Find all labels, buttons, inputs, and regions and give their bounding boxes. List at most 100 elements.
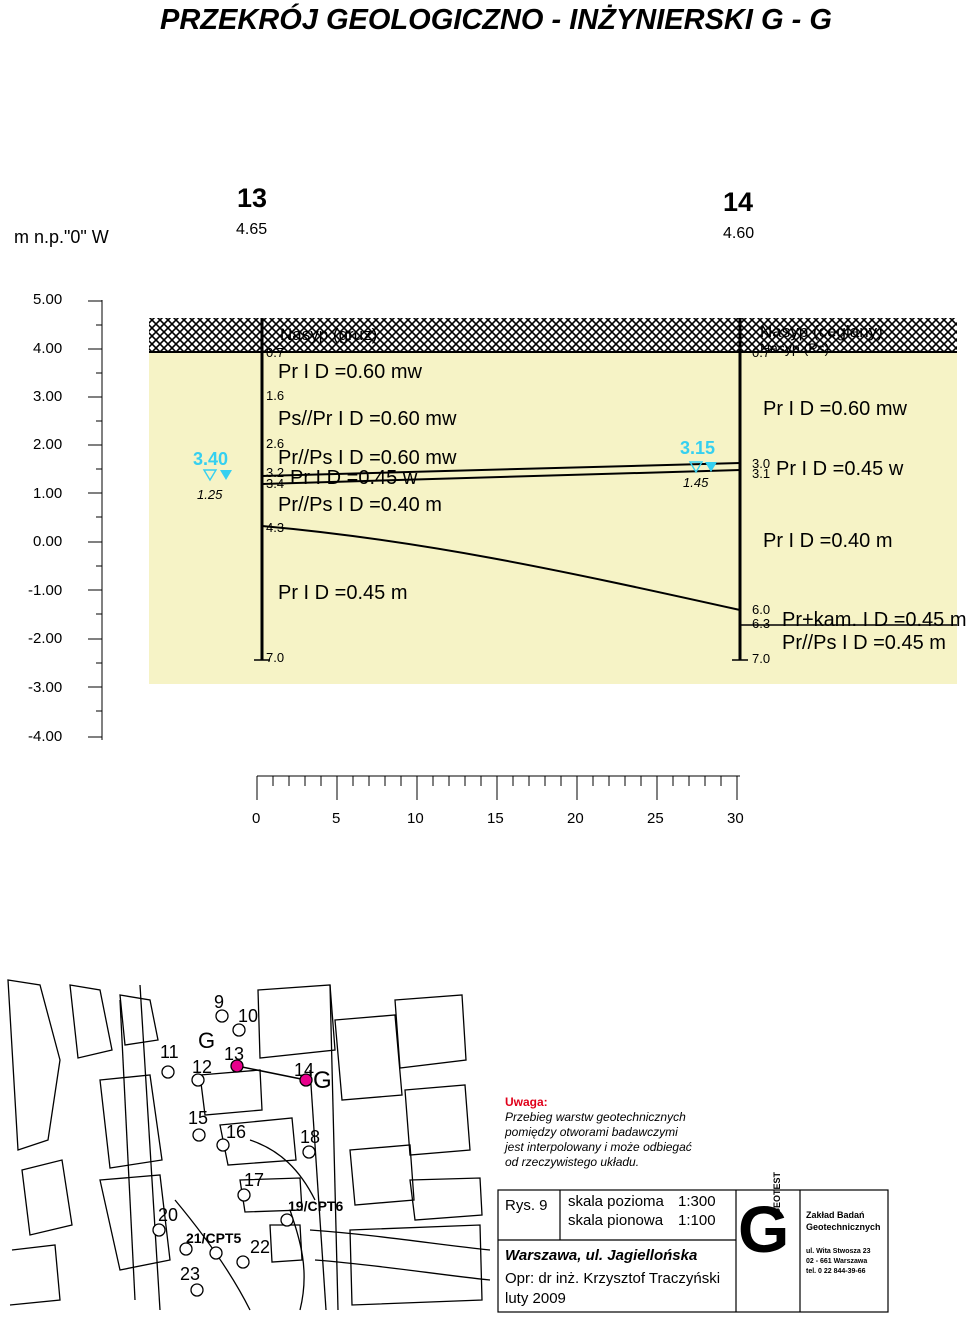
y-tick-3: 3.00: [33, 388, 63, 405]
map-point-18: 18: [300, 1127, 321, 1147]
section-label-g-right: G: [313, 1067, 332, 1094]
date: luty 2009: [505, 1290, 566, 1307]
bh14-depth-0: 0.7: [752, 345, 771, 360]
bh13-layer-1: Pr I D =0.60 mw: [278, 361, 422, 383]
borehole-14-elevation: 4.60: [723, 225, 755, 242]
x-tick-20: 20: [567, 810, 584, 827]
map-point-9: 9: [214, 992, 225, 1012]
note-line-3: jest interpolowany i może odbiegać: [505, 1140, 692, 1154]
bh14-layer-5: Pr//Ps I D =0.45 m: [782, 632, 946, 654]
y-tick-1: 1.00: [33, 485, 63, 502]
scale-vertical-label: skala pionowa: [568, 1212, 664, 1229]
company-name-1: Zakład Badań: [806, 1210, 865, 1220]
map-point-16: 16: [226, 1122, 247, 1142]
map-point-14: 14: [294, 1060, 315, 1080]
note-line-4: od rzeczywistego układu.: [505, 1155, 640, 1169]
figure-number: Rys. 9: [505, 1197, 548, 1214]
page-title: PRZEKRÓJ GEOLOGICZNO - INŻYNIERSKI G - G: [160, 4, 832, 36]
boundary-line-1: [261, 462, 741, 477]
elevation-label: m n.p."0" W: [14, 227, 109, 247]
y-tick-4: 4.00: [33, 340, 63, 357]
bh13-water-level: 3.40: [193, 449, 229, 469]
bh13-layer-4: Pr I D =0.45 w: [290, 467, 418, 489]
note-line-1: Przebieg warstw geotechnicznych: [505, 1110, 686, 1124]
bh13-depth-2: 2.6: [266, 436, 285, 451]
bh13-depth-3: 3.2: [266, 465, 285, 480]
bh14-layer-3: Pr I D =0.40 m: [763, 530, 893, 552]
company-logo-letter: G: [738, 1192, 790, 1266]
map-point-23: 23: [180, 1264, 201, 1284]
x-tick-25: 25: [647, 810, 664, 827]
bh13-layer-5: Pr//Ps I D =0.40 m: [278, 494, 442, 516]
map-point-20: 20: [158, 1205, 179, 1225]
bh13-depth-5: 4.3: [266, 520, 285, 535]
company-address-3: tel. 0 22 844-39-66: [806, 1268, 866, 1275]
section-line-gg: [236, 1065, 307, 1081]
company-name-2: Geotechnicznych: [806, 1222, 881, 1232]
boundary-line-2: [261, 469, 741, 485]
y-tick-m1: -1.00: [28, 582, 63, 599]
bh14-layer-4: Pr+kam. I D =0.45 m: [782, 609, 967, 631]
note-heading: Uwaga:: [505, 1095, 548, 1109]
map-point-22: 22: [250, 1237, 271, 1257]
x-tick-30: 30: [727, 810, 744, 827]
bh14-depth-3: 6.0: [752, 602, 771, 617]
bh13-depth-0: 0.7: [266, 345, 285, 360]
bh13-depth-6: 7.0: [266, 650, 285, 665]
map-point-13: 13: [224, 1044, 245, 1064]
bh13-depth-1: 1.6: [266, 388, 285, 403]
y-tick-2: 2.00: [33, 436, 63, 453]
y-tick-m4: -4.00: [28, 728, 63, 745]
map-point-12: 12: [192, 1057, 213, 1077]
bh14-depth-2: 3.1: [752, 466, 771, 481]
note-line-2: pomiędzy otworami badawczymi: [505, 1125, 678, 1139]
bh14-layer-2: Pr I D =0.45 w: [776, 458, 904, 480]
map-point-10: 10: [238, 1006, 259, 1026]
bh14-layer-fill-2: Nasyp (Ps): [760, 340, 830, 356]
y-tick-0: 0.00: [33, 533, 63, 550]
bh14-water-level: 3.15: [680, 438, 716, 458]
note: Uwaga: Przebieg warstw geotechnicznych p…: [505, 1095, 692, 1170]
y-tick-5: 5.00: [33, 291, 63, 308]
bh14-layer-fill-1: Nasyp (ceglany): [760, 322, 883, 341]
scale-horizontal-label: skala pozioma: [568, 1193, 664, 1210]
borehole-13-number: 13: [237, 183, 268, 213]
bh14-water-depth: 1.45: [683, 475, 709, 490]
y-tick-m2: -2.00: [28, 630, 63, 647]
bh13-layer-fill: Nasyp (gruz): [280, 325, 378, 344]
x-tick-0: 0: [252, 810, 261, 827]
borehole-14-number: 14: [723, 187, 754, 217]
title-block-frame: [497, 1189, 889, 1313]
company-address-1: ul. Wita Stwosza 23: [806, 1248, 871, 1255]
bh13-depth-4: 3.4: [266, 476, 285, 491]
y-tick-m3: -3.00: [28, 679, 63, 696]
soil-fill: [149, 318, 957, 684]
map-point-21: 21/CPT5: [186, 1230, 242, 1246]
x-tick-5: 5: [332, 810, 341, 827]
bh13-layer-6: Pr I D =0.45 m: [278, 582, 408, 604]
map-point-19: 19/CPT6: [288, 1198, 344, 1214]
bh14-depth-4: 6.3: [752, 616, 771, 631]
map-point-11: 11: [160, 1042, 179, 1062]
x-tick-10: 10: [407, 810, 424, 827]
scale-horizontal: 1:300: [678, 1193, 716, 1210]
fill-layer-hatch: [149, 318, 957, 352]
borehole-13-elevation: 4.65: [236, 221, 268, 238]
author: Opr: dr inż. Krzysztof Traczyński: [505, 1270, 721, 1287]
bh13-layer-3: Pr//Ps I D =0.60 mw: [278, 447, 457, 469]
company-address-2: 02 - 661 Warszawa: [806, 1258, 868, 1265]
x-tick-15: 15: [487, 810, 504, 827]
scale-vertical: 1:100: [678, 1212, 716, 1229]
map-point-15: 15: [188, 1108, 209, 1128]
boundary-line-3: [261, 525, 741, 611]
bh14-depth-1: 3.0: [752, 456, 771, 471]
location: Warszawa, ul. Jagiellońska: [505, 1247, 698, 1264]
bh13-water-depth: 1.25: [197, 487, 223, 502]
bh14-layer-1: Pr I D =0.60 mw: [763, 398, 907, 420]
company-logo-text: GEOTEST: [772, 1171, 782, 1215]
map-point-17: 17: [244, 1170, 265, 1190]
section-label-g-left: G: [198, 1028, 216, 1053]
bh13-layer-2: Ps//Pr I D =0.60 mw: [278, 408, 457, 430]
bh14-depth-5: 7.0: [752, 651, 771, 666]
